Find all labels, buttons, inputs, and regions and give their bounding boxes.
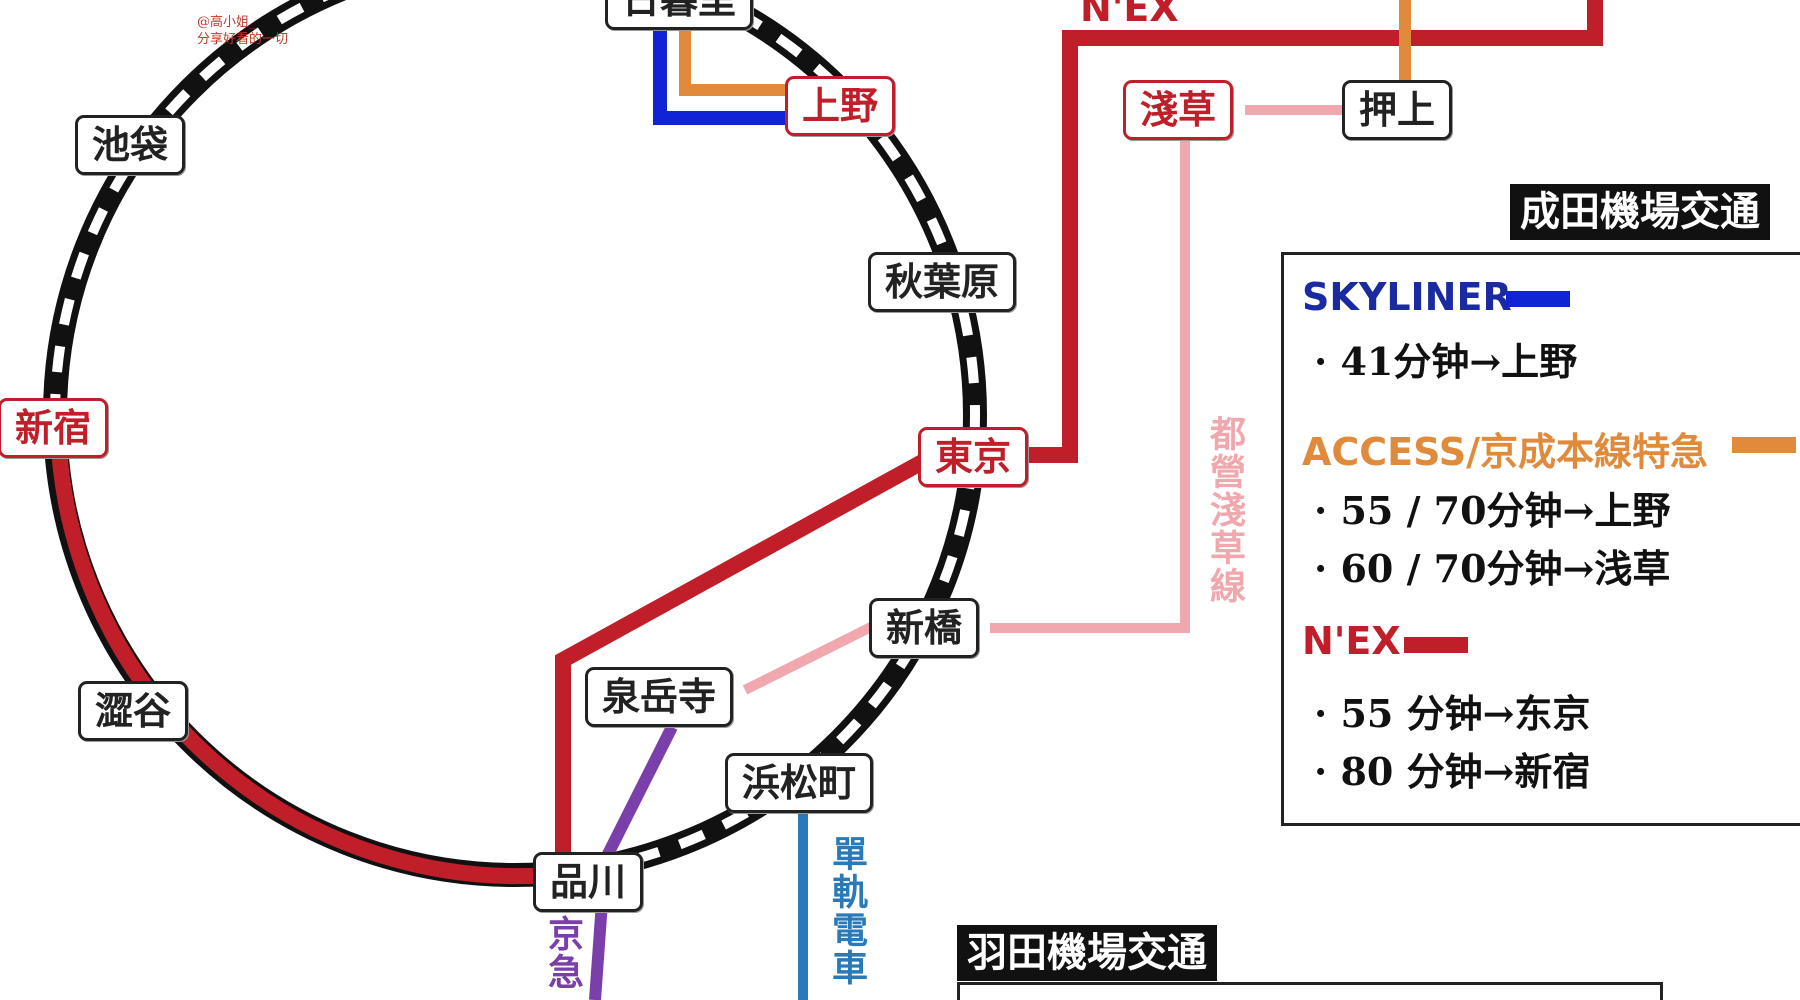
toei-asakusa-sengakuji xyxy=(742,620,878,695)
station-nippori: 日暮里 xyxy=(605,0,754,30)
watermark-line-2: 分享好看的一切 xyxy=(197,32,289,47)
access-swatch xyxy=(1732,437,1796,453)
station-akihabara: 秋葉原 xyxy=(868,252,1017,312)
toei-asakusa-label: 都營淺草線 xyxy=(1204,415,1245,605)
station-ikebukuro: 池袋 xyxy=(75,115,186,175)
nex-item-2: · 80 分钟→新宿 xyxy=(1314,749,1591,794)
nex-top-label: N'EX xyxy=(1080,0,1179,30)
access-title: ACCESS/京成本線特急 xyxy=(1302,430,1709,474)
station-shinjuku: 新宿 xyxy=(0,398,109,458)
station-shinagawa: 品川 xyxy=(533,852,644,912)
nex-item-1: · 55 分钟→东京 xyxy=(1314,691,1591,736)
station-sengakuji: 泉岳寺 xyxy=(585,667,734,727)
watermark-line-1: @高小姐_ xyxy=(197,15,256,30)
station-asakusa: 淺草 xyxy=(1123,80,1234,140)
narita-heading: 成田機場交通 xyxy=(1510,184,1770,240)
station-oshiage: 押上 xyxy=(1342,80,1453,140)
monorail-label: 單軌電車 xyxy=(826,835,867,987)
keikyu-label: 京急 xyxy=(542,915,583,991)
skyliner-swatch xyxy=(1506,291,1570,307)
nex-swatch xyxy=(1404,637,1468,653)
toei-asakusa-line xyxy=(990,130,1190,633)
access-line xyxy=(679,0,800,96)
haneda-legend-box xyxy=(957,982,1663,1000)
station-shibuya: 澀谷 xyxy=(78,681,189,741)
narita-legend: SKYLINER · 41分钟→上野 ACCESS/京成本線特急 · 55 / … xyxy=(1281,252,1800,826)
watermark: @高小姐_ 分享好看的一切 xyxy=(197,14,288,48)
station-shinbashi: 新橋 xyxy=(869,598,980,658)
haneda-heading: 羽田機場交通 xyxy=(957,925,1217,981)
skyliner-title: SKYLINER xyxy=(1302,275,1512,319)
nex-line-east xyxy=(555,0,1603,880)
access-item-2: · 60 / 70分钟→浅草 xyxy=(1314,546,1671,591)
skyliner-item-1: · 41分钟→上野 xyxy=(1314,339,1578,384)
station-ueno: 上野 xyxy=(785,76,896,136)
skyliner-line xyxy=(653,0,800,125)
nex-title: N'EX xyxy=(1302,619,1401,663)
access-item-1: · 55 / 70分钟→上野 xyxy=(1314,488,1671,533)
nex-line-west xyxy=(50,427,551,885)
station-tokyo: 東京 xyxy=(918,427,1029,487)
station-hamamatsucho: 浜松町 xyxy=(725,753,874,813)
